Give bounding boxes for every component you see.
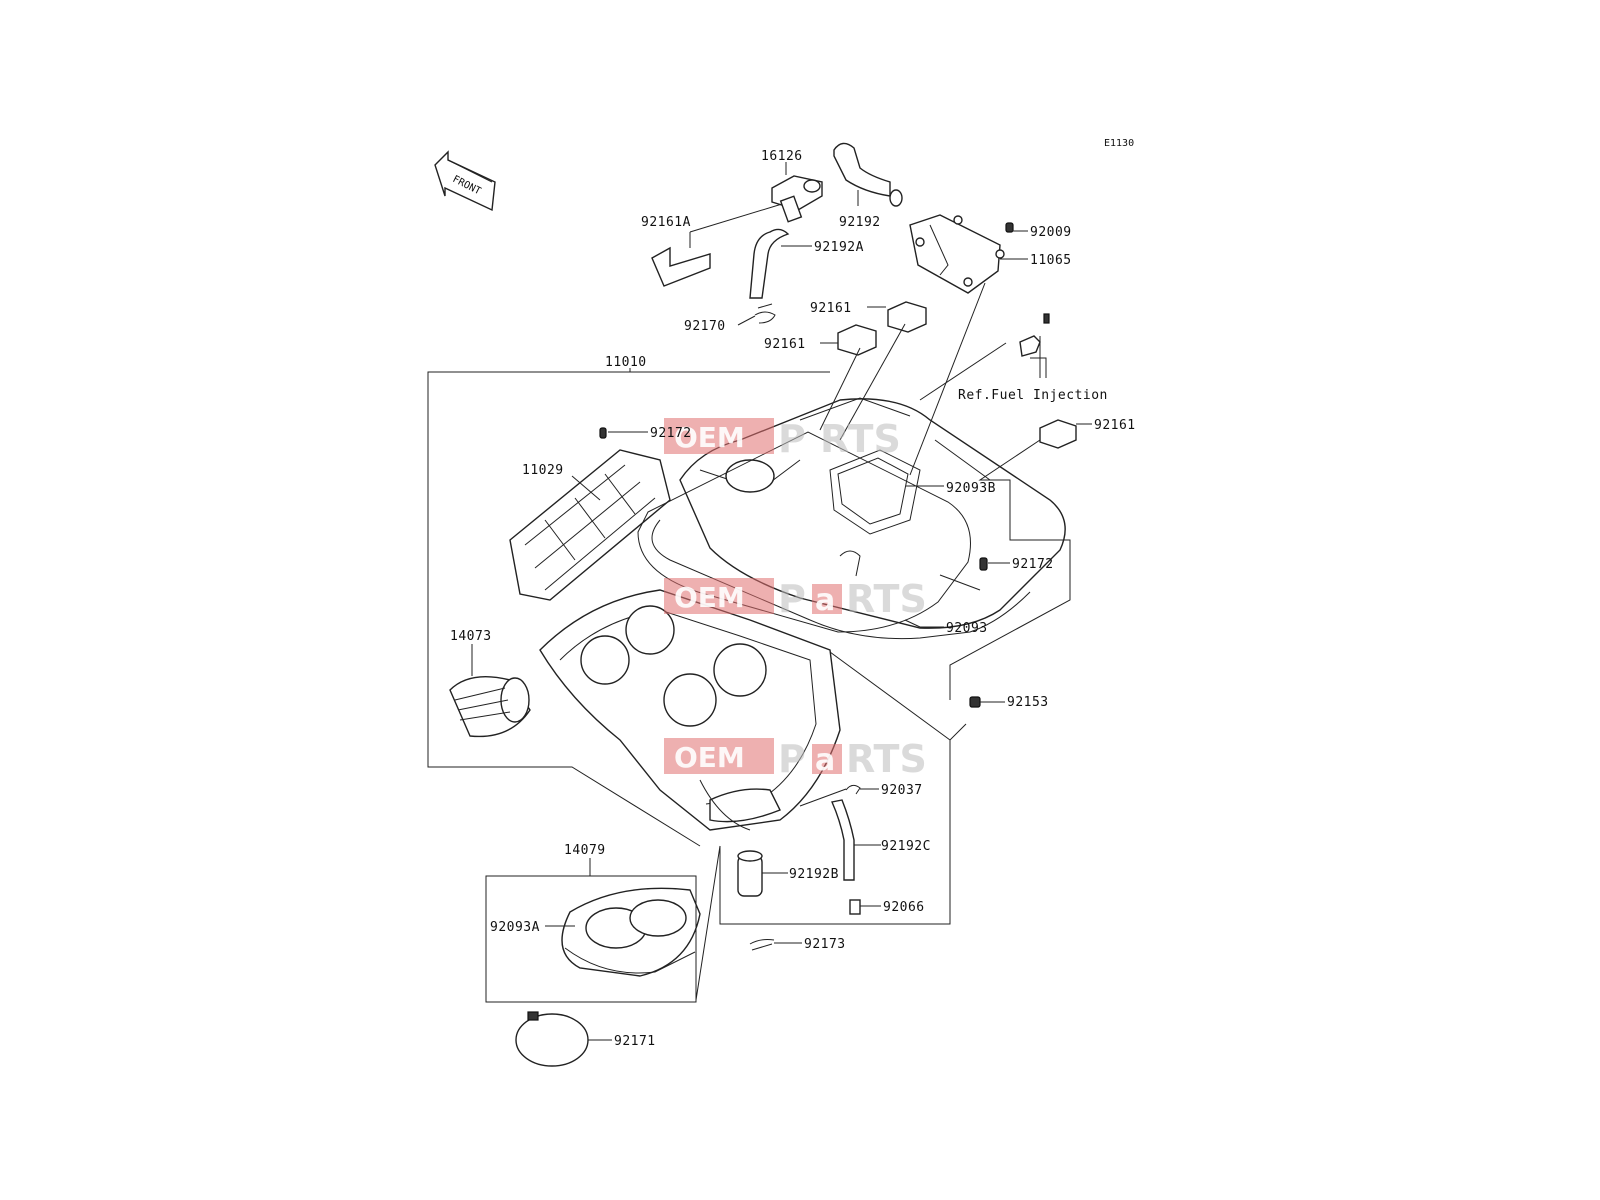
air-cleaner-lower-housing bbox=[539, 589, 841, 831]
label-92093: 92093 bbox=[946, 621, 988, 636]
label-92161a: 92161A bbox=[641, 215, 691, 230]
svg-text:P: P bbox=[778, 737, 806, 781]
part-92172-screw-right bbox=[979, 557, 988, 571]
part-92192a-hose bbox=[749, 228, 790, 299]
label-92153: 92153 bbox=[1007, 695, 1049, 710]
leader-lines bbox=[427, 162, 1092, 1041]
part-92192-hose bbox=[833, 142, 903, 207]
label-92161-top: 92161 bbox=[810, 301, 852, 316]
label-11010: 11010 bbox=[605, 355, 647, 370]
part-14079-intake bbox=[561, 887, 701, 977]
part-92170-clip bbox=[754, 303, 776, 324]
front-arrow-icon: FRONT bbox=[434, 150, 496, 212]
fuel-injection-sensor bbox=[1019, 313, 1050, 357]
label-92170: 92170 bbox=[684, 319, 726, 334]
watermark-3: OEM P a RTS bbox=[664, 737, 927, 781]
label-14073: 14073 bbox=[450, 629, 492, 644]
part-16126-valve bbox=[771, 175, 823, 223]
part-92161-pad-right bbox=[1039, 419, 1077, 449]
part-92171-clamp bbox=[515, 1011, 589, 1067]
part-92066-plug bbox=[849, 899, 861, 915]
watermark-2: OEM P a RTS bbox=[664, 577, 927, 621]
label-92066: 92066 bbox=[883, 900, 925, 915]
label-92093a: 92093A bbox=[490, 920, 540, 935]
label-92171: 92171 bbox=[614, 1034, 656, 1049]
part-92161-pad-top bbox=[887, 301, 927, 333]
label-92172-right: 92172 bbox=[1012, 557, 1054, 572]
svg-text:OEM: OEM bbox=[674, 581, 745, 614]
label-14079: 14079 bbox=[564, 843, 606, 858]
label-92161-right: 92161 bbox=[1094, 418, 1136, 433]
watermark-1: OEM P RTS bbox=[664, 417, 901, 461]
label-11029: 11029 bbox=[522, 463, 564, 478]
part-92192b-drain bbox=[737, 850, 763, 897]
label-ref-fuel-injection: Ref.Fuel Injection bbox=[958, 388, 1108, 403]
label-16126: 16126 bbox=[761, 149, 803, 164]
part-92009-bolt bbox=[1005, 222, 1014, 233]
svg-text:RTS: RTS bbox=[846, 737, 927, 781]
label-92173: 92173 bbox=[804, 937, 846, 952]
part-92161a-pad bbox=[651, 246, 711, 287]
part-11065-cover bbox=[909, 214, 1005, 294]
svg-text:a: a bbox=[815, 583, 835, 618]
svg-text:RTS: RTS bbox=[846, 577, 927, 621]
air-cleaner-upper-housing bbox=[651, 397, 1066, 640]
part-14073-duct bbox=[449, 675, 531, 738]
part-11029-filter bbox=[509, 427, 671, 601]
label-11065: 11065 bbox=[1030, 253, 1072, 268]
svg-text:OEM: OEM bbox=[674, 421, 745, 454]
svg-text:P: P bbox=[778, 577, 806, 621]
diagram-code: E1130 bbox=[1104, 138, 1134, 149]
part-92093-gasket bbox=[637, 431, 971, 633]
part-92037-clip bbox=[845, 784, 861, 795]
label-92037: 92037 bbox=[881, 783, 923, 798]
label-92161-mid: 92161 bbox=[764, 337, 806, 352]
part-92192c-tube bbox=[831, 799, 855, 881]
part-92153-bolt bbox=[969, 696, 981, 708]
svg-text:a: a bbox=[815, 743, 835, 778]
svg-text:P: P bbox=[778, 417, 806, 461]
svg-text:OEM: OEM bbox=[674, 741, 745, 774]
label-92093b: 92093B bbox=[946, 481, 996, 496]
label-92192c: 92192C bbox=[881, 839, 931, 854]
label-92172-left: 92172 bbox=[650, 426, 692, 441]
part-92161-pad-mid bbox=[837, 324, 877, 356]
label-92192b: 92192B bbox=[789, 867, 839, 882]
label-92192a: 92192A bbox=[814, 240, 864, 255]
label-92009: 92009 bbox=[1030, 225, 1072, 240]
svg-text:RTS: RTS bbox=[820, 417, 901, 461]
label-92192: 92192 bbox=[839, 215, 881, 230]
part-92173-clip bbox=[749, 939, 775, 951]
part-92172-screw-left bbox=[599, 427, 607, 439]
